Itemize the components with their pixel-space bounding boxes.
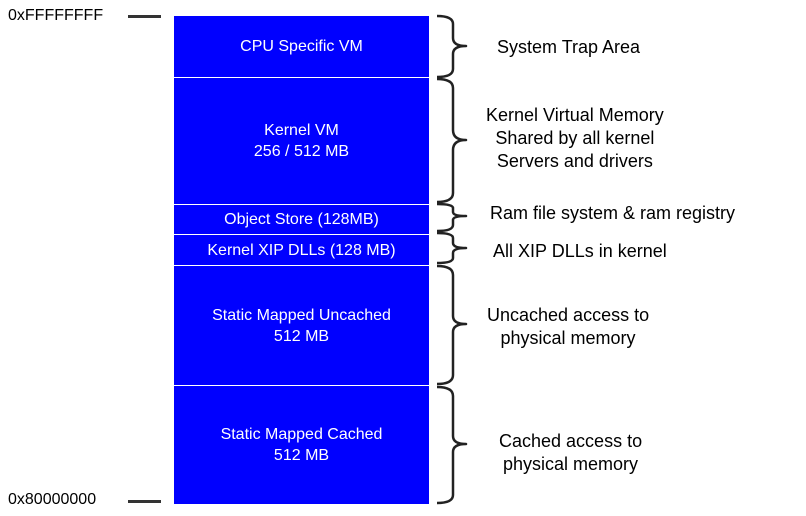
region-object-store: Object Store (128MB)	[174, 205, 429, 234]
memory-stack: CPU Specific VM Kernel VM 256 / 512 MB O…	[174, 16, 429, 504]
description-kernel-xip-dlls: All XIP DLLs in kernel	[493, 240, 667, 263]
region-label: Static Mapped Uncached	[212, 306, 391, 324]
region-size: 256 / 512 MB	[253, 143, 350, 160]
address-top-label: 0xFFFFFFFF	[8, 7, 104, 24]
region-label: CPU Specific VM	[240, 38, 363, 55]
region-static-mapped-uncached: Static Mapped Uncached 512 MB	[174, 266, 429, 385]
description-cached: Cached access to physical memory	[499, 430, 642, 476]
brace-icon	[436, 231, 468, 265]
address-bottom-label: 0x80000000	[8, 491, 97, 508]
region-size: 512 MB	[273, 447, 330, 464]
brace-icon	[436, 385, 468, 505]
description-kernel-vm: Kernel Virtual Memory Shared by all kern…	[486, 104, 664, 173]
region-label: Kernel XIP DLLs (128 MB)	[207, 241, 396, 259]
region-separator	[174, 265, 429, 266]
description-line: Ram file system & ram registry	[490, 203, 736, 223]
region-separator	[174, 204, 429, 205]
brace-icon	[436, 264, 468, 386]
address-bottom-tick	[128, 500, 161, 503]
description-line: physical memory	[503, 454, 639, 474]
brace-icon	[436, 14, 468, 79]
region-separator	[174, 385, 429, 386]
description-line: Kernel Virtual Memory	[486, 105, 664, 125]
description-line: Shared by all kernel	[495, 128, 655, 148]
region-cpu-specific-vm: CPU Specific VM	[174, 16, 429, 77]
description-line: physical memory	[500, 328, 636, 348]
region-label: Object Store (128MB)	[224, 211, 379, 228]
description-line: All XIP DLLs in kernel	[493, 241, 667, 261]
region-separator	[174, 77, 429, 78]
description-line: System Trap Area	[497, 37, 641, 57]
region-label: Kernel VM	[264, 122, 339, 139]
brace-icon	[436, 77, 468, 204]
brace-icon	[436, 202, 468, 233]
region-separator	[174, 234, 429, 235]
description-system-trap-area: System Trap Area	[497, 36, 640, 59]
address-top-tick	[128, 15, 161, 18]
description-line: Uncached access to	[487, 305, 650, 325]
description-line: Servers and drivers	[496, 151, 653, 171]
region-label: Static Mapped Cached	[220, 426, 383, 443]
region-size: 512 MB	[273, 327, 330, 345]
description-object-store: Ram file system & ram registry	[490, 202, 735, 225]
description-uncached: Uncached access to physical memory	[487, 304, 649, 350]
region-kernel-xip-dlls: Kernel XIP DLLs (128 MB)	[174, 235, 429, 265]
description-line: Cached access to	[499, 431, 643, 451]
region-static-mapped-cached: Static Mapped Cached 512 MB	[174, 386, 429, 504]
region-kernel-vm: Kernel VM 256 / 512 MB	[174, 78, 429, 204]
